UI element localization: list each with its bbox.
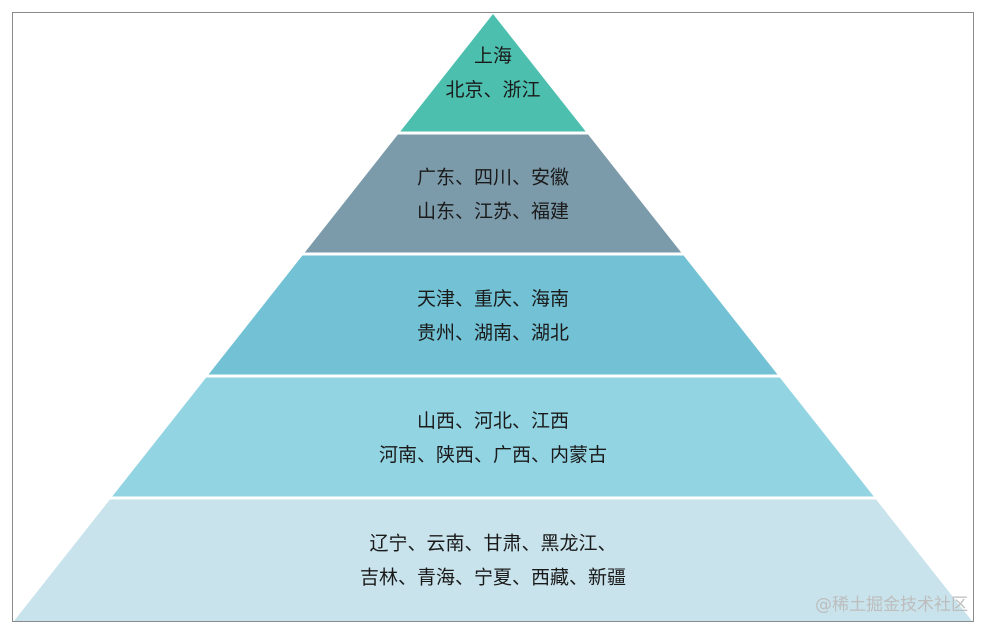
tier-line: 北京、浙江 [445, 79, 540, 101]
tier-line: 贵州、湖南、湖北 [417, 322, 569, 344]
tier-band [208, 255, 778, 375]
tier-band [400, 14, 586, 132]
tier-line: 上海 [474, 45, 512, 67]
pyramid-tiers: 上海北京、浙江广东、四川、安徽山东、江苏、福建天津、重庆、海南贵州、湖南、湖北山… [14, 14, 972, 621]
tier-line: 吉林、青海、宁夏、西藏、新疆 [360, 567, 626, 589]
tier-line: 天津、重庆、海南 [417, 288, 569, 310]
tier-line: 山西、河北、江西 [417, 410, 569, 432]
tier-band [304, 134, 682, 253]
tier-line: 广东、四川、安徽 [417, 167, 569, 189]
tier-line: 河南、陕西、广西、内蒙古 [379, 444, 607, 466]
tier-band [112, 377, 874, 497]
tier-band [14, 499, 972, 621]
tier-line: 山东、江苏、福建 [417, 201, 569, 223]
watermark-text: @稀土掘金技术社区 [815, 595, 968, 615]
pyramid-tier-5-base: 辽宁、云南、甘肃、黑龙江、吉林、青海、宁夏、西藏、新疆 [14, 499, 972, 621]
tier-line: 辽宁、云南、甘肃、黑龙江、 [369, 533, 616, 555]
